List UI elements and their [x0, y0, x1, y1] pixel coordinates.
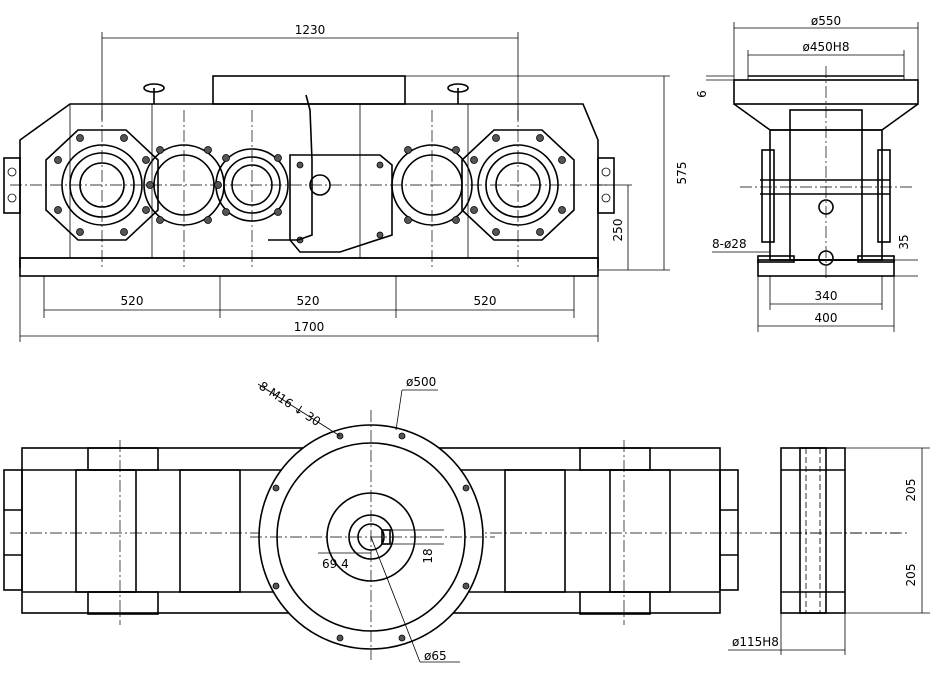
front-bolts: [54, 134, 566, 244]
label-dia-65: ø65: [424, 649, 447, 663]
front-view: 1230: [3, 23, 689, 342]
dim-dia-115h8: ø115H8: [732, 635, 779, 649]
dim-1230: 1230: [295, 23, 326, 37]
plan-view: 8-M16 ↓ 30 ø500 69.4 18 ø65: [3, 375, 900, 663]
dim-205-lower: 205: [904, 564, 918, 587]
dim-205-upper: 205: [904, 479, 918, 502]
label-8-m16: 8-M16 ↓ 30: [256, 379, 323, 429]
dim-520-center: 520: [297, 294, 320, 308]
dim-400: 400: [815, 311, 838, 325]
dim-340: 340: [815, 289, 838, 303]
label-18: 18: [421, 548, 435, 563]
dim-520-left: 520: [121, 294, 144, 308]
dim-250: 250: [611, 219, 625, 242]
label-dia-500: ø500: [406, 375, 436, 389]
end-view: 205 205 ø115H8: [728, 447, 930, 655]
dim-8-dia-28: 8-ø28: [712, 237, 747, 251]
dim-dia-550: ø550: [811, 14, 841, 28]
dim-1700: 1700: [294, 320, 325, 334]
dim-35: 35: [897, 234, 911, 249]
side-view: ø550 ø450H8 6 8-ø28 35: [695, 14, 919, 332]
dim-575: 575: [675, 162, 689, 185]
label-69-4: 69.4: [322, 557, 349, 571]
dim-dia-450h8: ø450H8: [803, 40, 850, 54]
dim-6: 6: [695, 90, 709, 98]
dim-520-right: 520: [474, 294, 497, 308]
